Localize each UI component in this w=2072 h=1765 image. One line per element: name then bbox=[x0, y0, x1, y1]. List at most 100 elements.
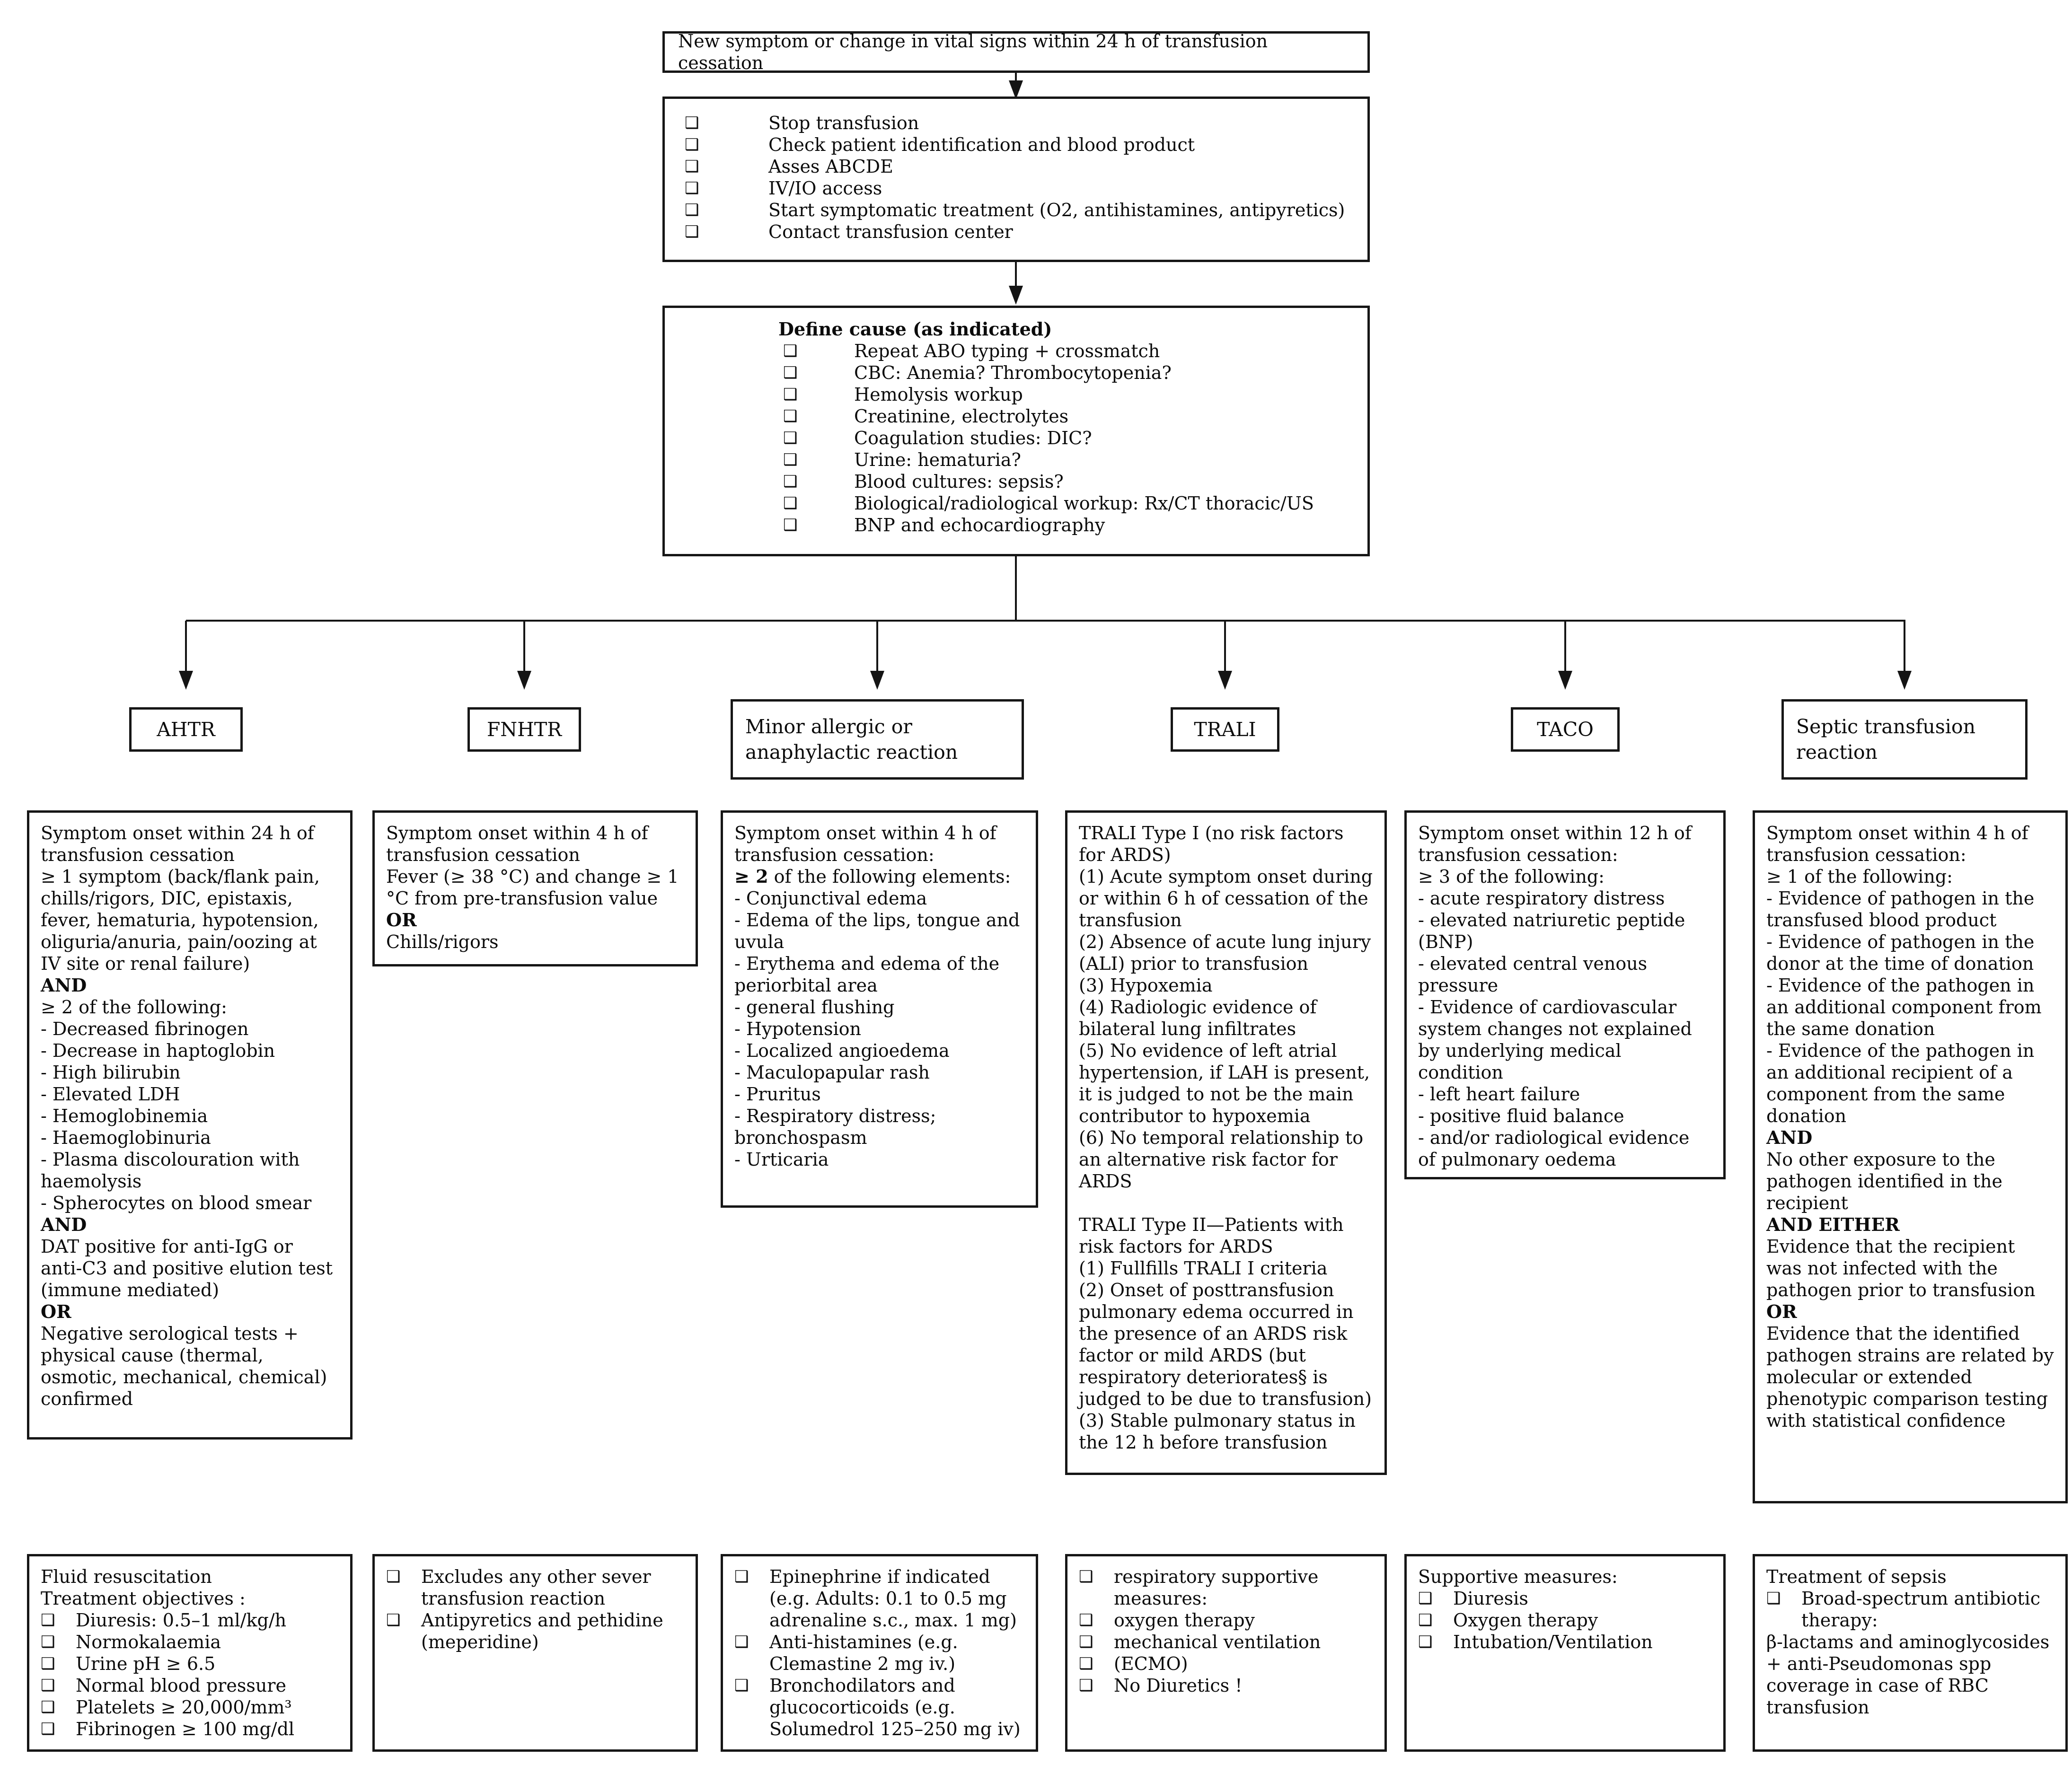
checkbox-icon[interactable]: ❑ bbox=[386, 1611, 401, 1630]
treatment-text: Urine pH ≥ 6.5 bbox=[76, 1653, 216, 1674]
checkbox-icon[interactable]: ❑ bbox=[783, 363, 798, 382]
immediate-actions-box: ❑ Stop transfusion ❑ Check patient ident… bbox=[662, 97, 1370, 262]
checkbox-icon[interactable]: ❑ bbox=[734, 1633, 749, 1651]
branch-label-text: Minor allergic or anaphylactic reaction bbox=[745, 715, 958, 764]
criteria-text: (2) Onset of posttransfusion pulmonary e… bbox=[1079, 1280, 1372, 1409]
checklist-item: ❑ Coagulation studies: DIC? bbox=[665, 427, 1356, 449]
treatment-text: (ECMO) bbox=[1114, 1653, 1188, 1674]
checklist-item: ❑ Stop transfusion bbox=[685, 112, 1356, 134]
criteria-text: ≥ 1 symptom (back/flank pain, chills/rig… bbox=[41, 866, 320, 974]
arrowhead-fnhtr bbox=[517, 671, 531, 690]
checkbox-icon[interactable]: ❑ bbox=[685, 135, 699, 154]
branch-label-text: TRALI bbox=[1194, 718, 1256, 741]
checkbox-icon[interactable]: ❑ bbox=[41, 1720, 55, 1739]
criteria-line: - Elevated LDH bbox=[41, 1083, 339, 1105]
checkbox-icon[interactable]: ❑ bbox=[1079, 1654, 1093, 1673]
criteria-line: - Edema of the lips, tongue and uvula bbox=[734, 909, 1024, 953]
treatment-text: Fibrinogen ≥ 100 mg/dl bbox=[76, 1719, 295, 1739]
checkbox-icon[interactable]: ❑ bbox=[1418, 1633, 1433, 1651]
arrowhead-taco bbox=[1558, 671, 1572, 690]
treatment-text: Treatment of sepsis bbox=[1766, 1566, 1947, 1587]
checkbox-icon[interactable]: ❑ bbox=[783, 385, 798, 404]
criteria-text: Symptom onset within 12 h of transfusion… bbox=[1418, 823, 1692, 865]
arrowhead-start-to-actions bbox=[1009, 80, 1023, 99]
treatment-line: ❑ Intubation/Ventilation bbox=[1418, 1631, 1712, 1653]
checkbox-icon[interactable]: ❑ bbox=[685, 157, 699, 176]
checkbox-icon[interactable]: ❑ bbox=[783, 494, 798, 513]
treatment-line: ❑ respiratory supportive measures: bbox=[1079, 1566, 1373, 1609]
checkbox-icon[interactable]: ❑ bbox=[41, 1633, 55, 1651]
treatment-box-septic: Treatment of sepsis ❑ Broad-spectrum ant… bbox=[1753, 1554, 2068, 1752]
checklist-item-label: Hemolysis workup bbox=[854, 384, 1023, 405]
checkbox-icon[interactable]: ❑ bbox=[41, 1611, 55, 1630]
criteria-line: (2) Onset of posttransfusion pulmonary e… bbox=[1079, 1279, 1373, 1410]
define-cause-title: Define cause (as indicated) bbox=[778, 318, 1052, 340]
treatment-line: ❑ Epinephrine if indicated (e.g. Adults:… bbox=[734, 1566, 1024, 1631]
treatment-line: ❑ oxygen therapy bbox=[1079, 1609, 1373, 1631]
checkbox-icon[interactable]: ❑ bbox=[783, 342, 798, 360]
criteria-line: DAT positive for anti-IgG or anti-C3 and… bbox=[41, 1236, 339, 1301]
criteria-line: - Maculopapular rash bbox=[734, 1062, 1024, 1083]
treatment-line: ❑ Excludes any other sever transfusion r… bbox=[386, 1566, 684, 1609]
checkbox-icon[interactable]: ❑ bbox=[734, 1676, 749, 1695]
treatment-text: Broad-spectrum antibiotic therapy: bbox=[1801, 1588, 2041, 1631]
treatment-text: No Diuretics ! bbox=[1114, 1675, 1243, 1696]
treatment-line: ❑ Platelets ≥ 20,000/mm³ bbox=[41, 1696, 339, 1718]
checklist-item: ❑ Hemolysis workup bbox=[665, 384, 1356, 405]
checklist-item-label: Stop transfusion bbox=[768, 113, 919, 133]
checklist-item-label: Check patient identification and blood p… bbox=[768, 134, 1195, 155]
checkbox-icon[interactable]: ❑ bbox=[783, 516, 798, 535]
checkbox-icon[interactable]: ❑ bbox=[41, 1698, 55, 1717]
checkbox-icon[interactable]: ❑ bbox=[783, 407, 798, 426]
treatment-text: Oxygen therapy bbox=[1453, 1610, 1598, 1631]
checkbox-icon[interactable]: ❑ bbox=[1418, 1589, 1433, 1608]
checklist-item: ❑ Repeat ABO typing + crossmatch bbox=[665, 340, 1356, 362]
checkbox-icon[interactable]: ❑ bbox=[1079, 1676, 1093, 1695]
criteria-text: - Maculopapular rash bbox=[734, 1062, 930, 1083]
checkbox-icon[interactable]: ❑ bbox=[386, 1567, 401, 1586]
checklist-item-label: Biological/radiological workup: Rx/CT th… bbox=[854, 493, 1314, 514]
checkbox-icon[interactable]: ❑ bbox=[1079, 1633, 1093, 1651]
treatment-line: ❑ Diuresis bbox=[1418, 1588, 1712, 1609]
criteria-line: ≥ 3 of the following: bbox=[1418, 866, 1712, 887]
criteria-text: ≥ 1 of the following: bbox=[1766, 866, 1953, 887]
criteria-text: (4) Radiologic evidence of bilateral lun… bbox=[1079, 997, 1317, 1039]
checkbox-icon[interactable]: ❑ bbox=[41, 1676, 55, 1695]
branch-label-minor-allergic: Minor allergic or anaphylactic reaction bbox=[731, 699, 1024, 780]
criteria-text: - Hemoglobinemia bbox=[41, 1106, 208, 1126]
arrowhead-ahtr bbox=[179, 671, 193, 690]
checkbox-icon[interactable]: ❑ bbox=[1079, 1611, 1093, 1630]
checkbox-icon[interactable]: ❑ bbox=[1079, 1567, 1093, 1586]
criteria-text: - Conjunctival edema bbox=[734, 888, 927, 909]
checkbox-icon[interactable]: ❑ bbox=[41, 1654, 55, 1673]
checklist-item: ❑ Urine: hematuria? bbox=[665, 449, 1356, 471]
treatment-text: oxygen therapy bbox=[1114, 1610, 1255, 1631]
checkbox-icon[interactable]: ❑ bbox=[1418, 1611, 1433, 1630]
criteria-text: - High bilirubin bbox=[41, 1062, 181, 1083]
checkbox-icon[interactable]: ❑ bbox=[685, 222, 699, 241]
checkbox-icon[interactable]: ❑ bbox=[783, 450, 798, 469]
checklist-item-label: Creatinine, electrolytes bbox=[854, 406, 1069, 427]
checkbox-icon[interactable]: ❑ bbox=[685, 201, 699, 220]
criteria-text: - Plasma discolouration with haemolysis bbox=[41, 1149, 300, 1192]
treatment-line: ❑ Bronchodilators and glucocorticoids (e… bbox=[734, 1675, 1024, 1740]
checkbox-icon[interactable]: ❑ bbox=[1766, 1589, 1781, 1608]
criteria-line: - Evidence of cardiovascular system chan… bbox=[1418, 996, 1712, 1083]
checkbox-icon[interactable]: ❑ bbox=[685, 179, 699, 198]
criteria-text: - elevated central venous pressure bbox=[1418, 953, 1648, 996]
criteria-line: - Erythema and edema of the periorbital … bbox=[734, 953, 1024, 996]
checkbox-icon[interactable]: ❑ bbox=[783, 472, 798, 491]
criteria-text: - Hypotension bbox=[734, 1019, 861, 1039]
criteria-line: AND EITHER bbox=[1766, 1214, 2054, 1236]
criteria-text: - Evidence of cardiovascular system chan… bbox=[1418, 997, 1692, 1083]
checkbox-icon[interactable]: ❑ bbox=[685, 114, 699, 132]
checkbox-icon[interactable]: ❑ bbox=[734, 1567, 749, 1586]
treatment-text: Excludes any other sever transfusion rea… bbox=[421, 1566, 651, 1609]
criteria-line: OR bbox=[41, 1301, 339, 1323]
checkbox-icon[interactable]: ❑ bbox=[783, 429, 798, 448]
criteria-line: - Pruritus bbox=[734, 1083, 1024, 1105]
branch-stem-trali bbox=[1224, 621, 1226, 672]
criteria-line: (2) Absence of acute lung injury (ALI) p… bbox=[1079, 931, 1373, 975]
criteria-text: - acute respiratory distress bbox=[1418, 888, 1665, 909]
branch-label-text: AHTR bbox=[157, 718, 215, 741]
